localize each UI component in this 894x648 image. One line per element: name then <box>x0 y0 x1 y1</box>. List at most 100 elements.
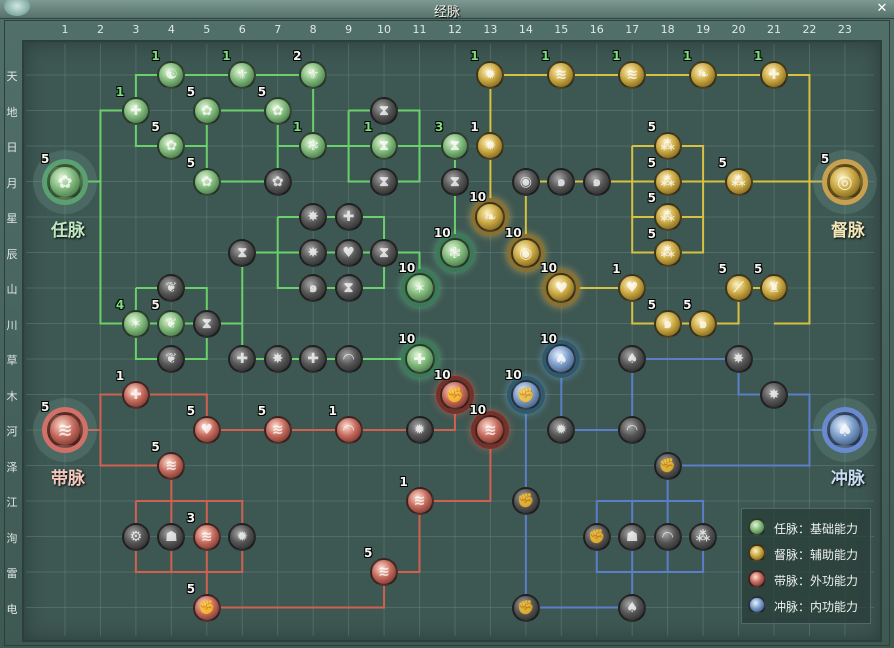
yellow-skill-node[interactable]: ♥ <box>618 274 647 302</box>
yellow-skill-node[interactable]: ⁂ <box>653 167 682 196</box>
red-skill-node[interactable]: ☗ <box>157 522 186 551</box>
yellow-skill-node[interactable]: ❧ <box>689 61 718 89</box>
blue-skill-node[interactable]: ✊ <box>511 487 540 515</box>
red-skill-node[interactable]: ≋ <box>192 522 221 551</box>
blue-skill-node[interactable]: ◠ <box>618 416 647 444</box>
green-skill-node[interactable]: ✚ <box>334 203 363 231</box>
blue-skill-node[interactable]: ◠ <box>653 522 682 551</box>
yellow-skill-node[interactable]: ⁂ <box>653 238 682 267</box>
green-skill-node[interactable]: ⧗ <box>370 132 399 160</box>
green-skill-node[interactable]: ✸ <box>299 238 328 267</box>
blue-skill-node[interactable]: ✊ <box>510 379 541 410</box>
pot-icon: ◉ <box>519 173 532 190</box>
yellow-skill-node[interactable]: ♜ <box>760 274 788 302</box>
yellow-skill-node[interactable]: ✹ <box>476 61 505 89</box>
green-meridian-hub[interactable]: ✿ <box>47 163 83 200</box>
blue-skill-node[interactable]: ✸ <box>724 345 753 373</box>
green-skill-node[interactable]: ❃ <box>439 237 470 268</box>
blue-skill-node[interactable]: ♠ <box>618 593 647 622</box>
green-skill-node[interactable]: ✚ <box>121 96 150 125</box>
yellow-skill-node[interactable]: ⁂ <box>724 167 753 196</box>
green-skill-node[interactable]: ✶ <box>404 273 435 303</box>
green-skill-node[interactable]: ✿ <box>192 96 221 125</box>
red-skill-node[interactable]: ✹ <box>228 522 257 551</box>
green-skill-node[interactable]: ✸ <box>263 345 292 373</box>
blue-skill-node[interactable]: ♠ <box>618 345 647 373</box>
green-skill-node[interactable]: ⧗ <box>192 309 221 338</box>
green-skill-node[interactable]: ⧗ <box>228 238 257 267</box>
green-skill-node[interactable]: ๑ <box>299 274 328 302</box>
red-skill-node[interactable]: ≋ <box>370 558 399 586</box>
green-skill-node[interactable]: ⧗ <box>334 274 363 302</box>
vase-icon: ♜ <box>767 280 781 296</box>
red-skill-node[interactable]: ≋ <box>475 415 506 445</box>
green-skill-node[interactable]: ❦ <box>157 345 186 373</box>
yellow-skill-node[interactable]: ๑ <box>547 167 576 196</box>
yellow-skill-node[interactable]: ❧ <box>475 202 506 232</box>
row-label: 天 <box>6 70 18 83</box>
yellow-skill-node[interactable]: ✚ <box>760 61 788 89</box>
yellow-skill-node[interactable]: ⁂ <box>653 203 682 231</box>
green-skill-node[interactable]: ✶ <box>121 309 150 338</box>
green-skill-node[interactable]: ✚ <box>299 345 328 373</box>
red-skill-node[interactable]: ♥ <box>192 416 221 444</box>
node-level: 1 <box>364 120 373 134</box>
green-skill-node[interactable]: ⚜ <box>228 61 257 89</box>
green-skill-node[interactable]: ♥ <box>334 238 363 267</box>
green-skill-node[interactable]: ◠ <box>334 345 363 373</box>
close-button[interactable]: ✕ <box>876 1 888 16</box>
green-skill-node[interactable]: ⚜ <box>299 61 328 89</box>
yellow-skill-node[interactable]: ๑ <box>689 309 718 338</box>
blue-skill-node[interactable]: ✊ <box>653 451 682 480</box>
green-skill-node[interactable]: ⧗ <box>370 96 399 125</box>
green-skill-node[interactable]: ✿ <box>157 132 186 160</box>
blue-skill-node[interactable]: ⁂ <box>689 522 718 551</box>
yellow-skill-node[interactable]: ◉ <box>511 167 540 196</box>
red-skill-node[interactable]: ≋ <box>405 487 434 515</box>
green-skill-node[interactable]: ⧗ <box>370 238 399 267</box>
red-skill-node[interactable]: ✚ <box>121 380 150 409</box>
green-skill-node[interactable]: ✚ <box>404 344 435 374</box>
red-skill-node[interactable]: ≋ <box>157 451 186 480</box>
red-meridian-hub[interactable]: ≋ <box>47 412 83 448</box>
green-skill-node[interactable]: ✿ <box>263 167 292 196</box>
blue-meridian-hub[interactable]: ♠ <box>826 412 863 448</box>
blue-skill-node[interactable]: ✊ <box>511 593 540 622</box>
yellow-skill-node[interactable]: ◉ <box>510 237 541 268</box>
green-skill-node[interactable]: ❦ <box>157 309 186 338</box>
green-skill-node[interactable]: ✿ <box>263 96 292 125</box>
title-bar[interactable]: 经脉 ✕ <box>0 0 894 20</box>
red-skill-node[interactable]: ◠ <box>334 416 363 444</box>
yellow-skill-node[interactable]: ๑ <box>653 309 682 338</box>
green-skill-node[interactable]: ⧗ <box>440 167 469 196</box>
blue-skill-node[interactable]: ✹ <box>547 416 576 444</box>
yellow-skill-node[interactable]: ✹ <box>476 132 505 160</box>
yellow-meridian-hub[interactable]: ◎ <box>826 163 863 200</box>
green-skill-node[interactable]: ❃ <box>299 132 328 160</box>
blue-skill-node[interactable]: ✸ <box>760 380 788 409</box>
green-skill-node[interactable]: ☯ <box>157 61 186 89</box>
green-skill-node[interactable]: ❦ <box>157 274 186 302</box>
yellow-skill-node[interactable]: ♥ <box>546 273 577 303</box>
yellow-skill-node[interactable]: ≋ <box>618 61 647 89</box>
burst-icon: ✸ <box>307 209 319 225</box>
red-skill-node[interactable]: ✊ <box>192 593 221 622</box>
yellow-skill-node[interactable]: ⟋ <box>724 274 753 302</box>
yellow-skill-node[interactable]: ๑ <box>582 167 611 196</box>
green-skill-node[interactable]: ✸ <box>299 203 328 231</box>
node-level: 5 <box>820 151 830 166</box>
yellow-skill-node[interactable]: ≋ <box>547 61 576 89</box>
yellow-skill-node[interactable]: ⁂ <box>653 132 682 160</box>
blue-skill-node[interactable]: ✊ <box>582 522 611 551</box>
burst-icon: ✸ <box>768 386 780 403</box>
blue-skill-node[interactable]: ☗ <box>618 522 647 551</box>
red-skill-node[interactable]: ✊ <box>439 379 470 410</box>
red-skill-node[interactable]: ≋ <box>263 416 292 444</box>
green-skill-node[interactable]: ✚ <box>228 345 257 373</box>
red-skill-node[interactable]: ⚙ <box>121 522 150 551</box>
green-skill-node[interactable]: ⧗ <box>440 132 469 160</box>
green-skill-node[interactable]: ⧗ <box>370 167 399 196</box>
green-skill-node[interactable]: ✿ <box>192 167 221 196</box>
blue-skill-node[interactable]: ♠ <box>546 344 577 374</box>
red-skill-node[interactable]: ✹ <box>405 416 434 444</box>
